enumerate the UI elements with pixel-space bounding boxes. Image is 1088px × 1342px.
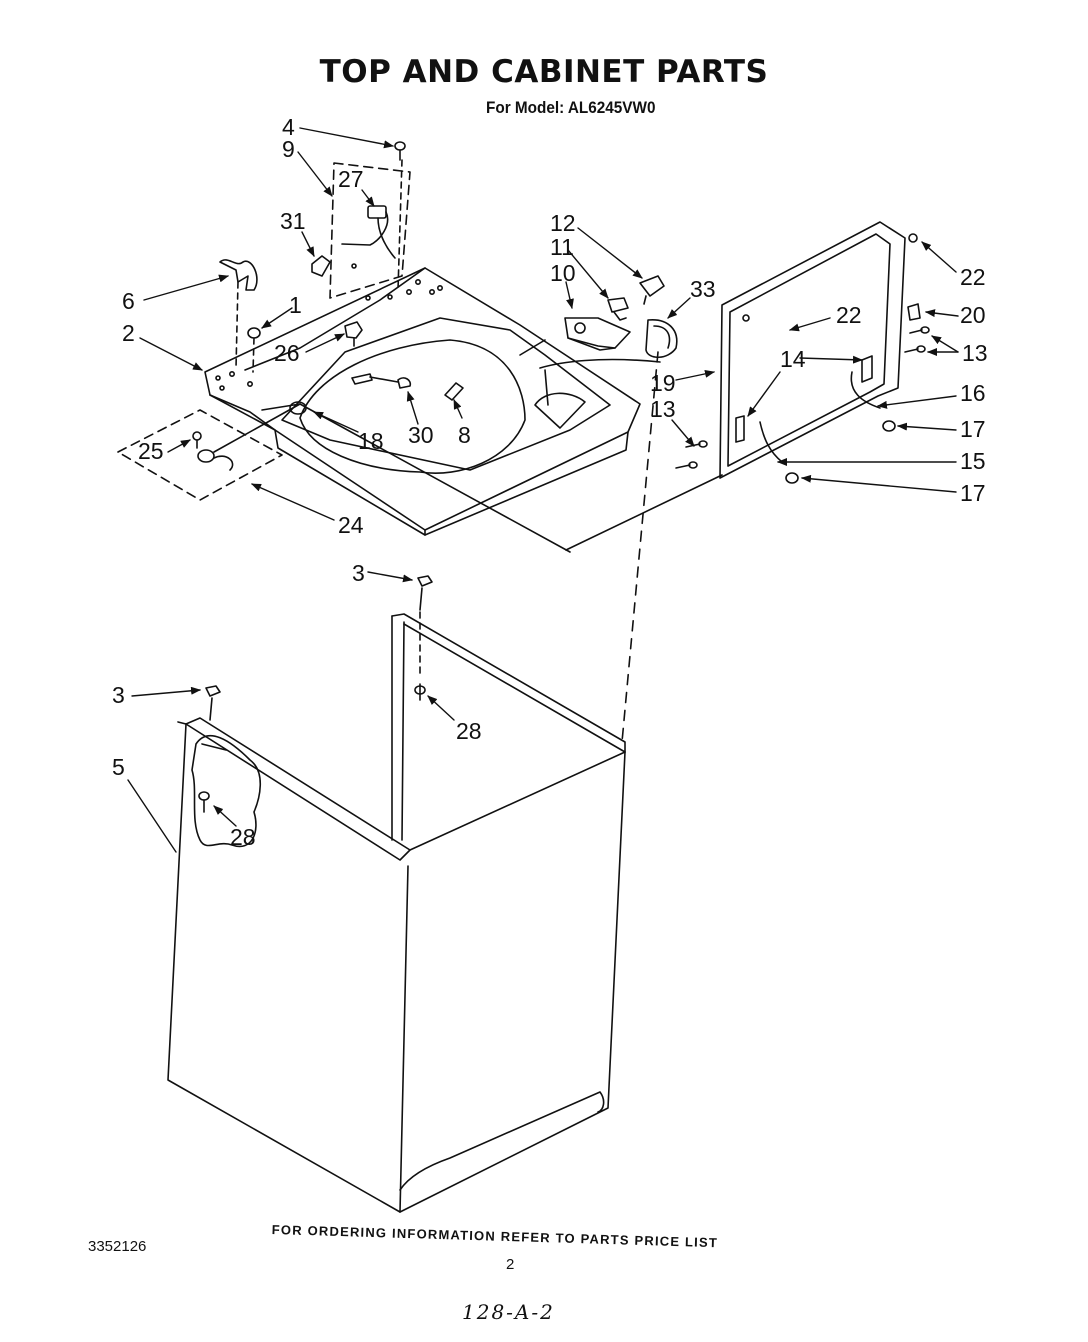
callout-19: 19 xyxy=(650,370,676,396)
callout-1: 1 xyxy=(289,292,302,318)
callout-20: 20 xyxy=(960,302,986,328)
callout-3-back: 3 xyxy=(352,560,365,586)
callout-11: 11 xyxy=(550,234,574,260)
callout-22-mid: 22 xyxy=(836,302,862,328)
top-panel xyxy=(204,267,641,536)
plug-26 xyxy=(344,321,363,347)
screw-1 xyxy=(247,327,261,373)
callout-18: 18 xyxy=(358,428,384,454)
callout-10: 10 xyxy=(550,260,576,286)
part-31-clip xyxy=(311,255,331,277)
document-number: 3352126 xyxy=(88,1238,147,1255)
switch-box-24 xyxy=(117,403,301,501)
part-12-actuator xyxy=(639,275,665,305)
part-11-switch xyxy=(607,297,629,321)
alignment-line-lid xyxy=(565,474,723,551)
callout-17-top: 17 xyxy=(960,416,986,442)
clip-3-back xyxy=(414,575,433,701)
callout-16: 16 xyxy=(960,380,986,406)
callout-17-bottom: 17 xyxy=(960,480,986,506)
callout-6: 6 xyxy=(122,288,135,314)
callout-27: 27 xyxy=(338,166,364,192)
callout-22-top: 22 xyxy=(960,264,986,290)
part-33-cup xyxy=(645,319,678,359)
callout-13-right: 13 xyxy=(962,340,988,366)
handwritten-code: 128-A-2 xyxy=(462,1300,555,1324)
callout-30: 30 xyxy=(408,422,434,448)
callout-2: 2 xyxy=(122,320,135,346)
callout-13-left: 13 xyxy=(650,396,676,422)
alignment-line-panel xyxy=(621,351,659,743)
callout-28-back: 28 xyxy=(456,718,482,744)
clip-3-front xyxy=(205,685,221,721)
callout-33: 33 xyxy=(690,276,716,302)
bleach-dispenser-10 xyxy=(519,317,661,406)
callout-3-front: 3 xyxy=(112,682,125,708)
screw-4 xyxy=(394,141,406,291)
callout-8: 8 xyxy=(458,422,471,448)
model-subtitle: For Model: AL6245VW0 xyxy=(486,98,656,117)
callout-9: 9 xyxy=(282,136,295,162)
bracket-6 xyxy=(219,259,258,369)
callout-4: 4 xyxy=(282,114,295,140)
callout-25: 25 xyxy=(138,438,164,464)
page-number: 2 xyxy=(506,1256,515,1273)
part-8 xyxy=(444,382,464,401)
switch-group-box xyxy=(329,162,411,299)
part-30 xyxy=(351,373,412,389)
callout-5: 5 xyxy=(112,754,125,780)
callout-14: 14 xyxy=(780,346,806,372)
cabinet-5 xyxy=(167,613,626,1213)
callout-15: 15 xyxy=(960,448,986,474)
callout-12: 12 xyxy=(550,210,576,236)
callout-26: 26 xyxy=(274,340,300,366)
callout-31: 31 xyxy=(280,208,306,234)
hinge-18 xyxy=(261,403,571,553)
page-title: TOP AND CABINET PARTS xyxy=(319,54,769,90)
callout-leaders xyxy=(127,127,959,853)
callout-28-front: 28 xyxy=(230,824,256,850)
callout-24: 24 xyxy=(338,512,364,538)
